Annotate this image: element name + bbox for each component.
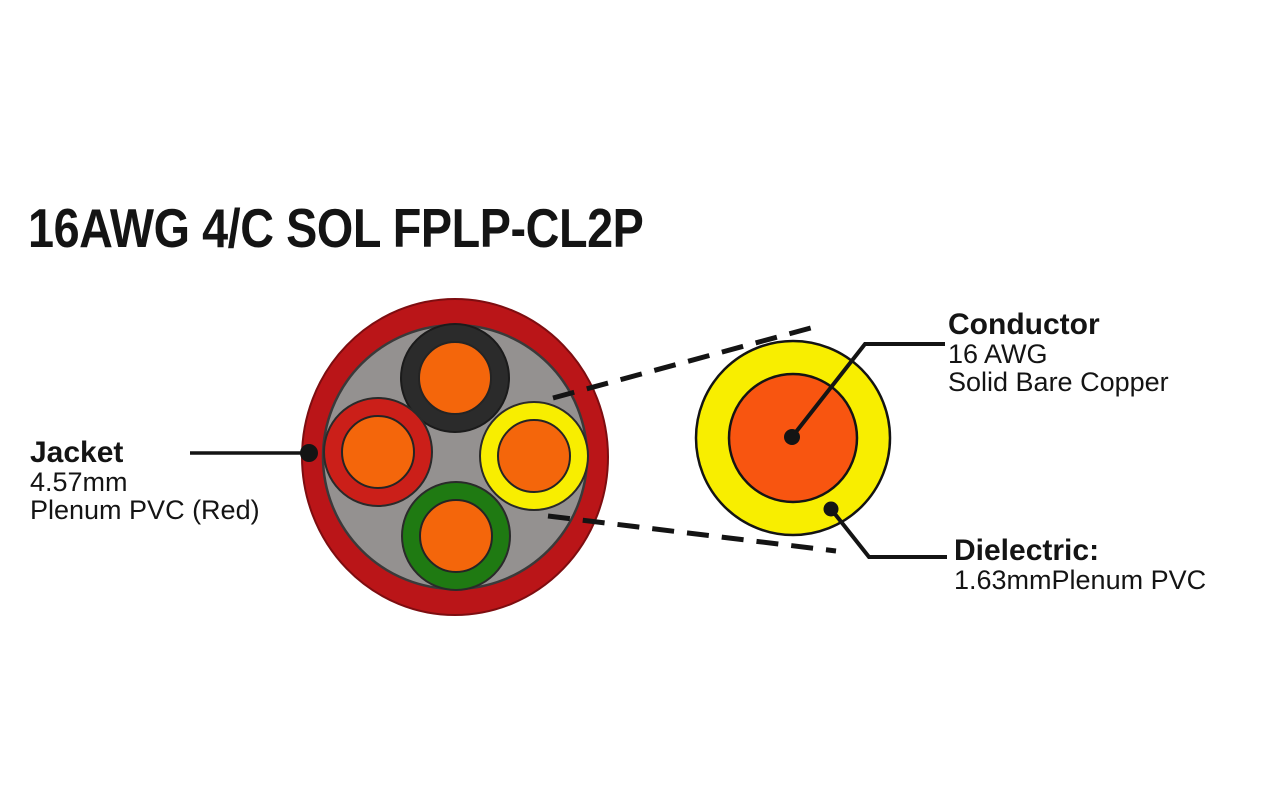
jacket-callout-heading: Jacket: [30, 436, 124, 469]
conductor-core-right: [497, 419, 571, 493]
conductor-callout-material: Solid Bare Copper: [948, 367, 1169, 397]
jacket-callout-size: 4.57mm: [30, 467, 128, 497]
conductor-core-left: [341, 415, 415, 489]
dielectric-callout-spec: 1.63mmPlenum PVC: [954, 565, 1207, 595]
page-title: 16AWG 4/C SOL FPLP-CL2P: [28, 197, 644, 259]
jacket-pointer-dot: [300, 444, 318, 462]
conductor-leader-line: [790, 342, 945, 439]
dashed-line-bottom: [547, 513, 837, 554]
magnification-dashed-lines: [547, 323, 837, 554]
cable-cross-section: [301, 298, 609, 616]
conductor-callout: Conductor 16 AWG Solid Bare Copper: [948, 309, 1169, 396]
dashed-line-top: [552, 323, 819, 401]
conductor-core-top: [418, 341, 492, 415]
conductor-callout-gauge: 16 AWG: [948, 339, 1048, 369]
jacket-callout-material: Plenum PVC (Red): [30, 495, 260, 525]
conductor-core-bottom: [419, 499, 493, 573]
dielectric-callout: Dielectric: 1.63mmPlenum PVC: [954, 535, 1206, 594]
conductor-pointer-dot: [784, 429, 800, 445]
dielectric-pointer-dot: [823, 501, 839, 517]
dielectric-leader-line: [829, 507, 947, 559]
jacket-callout: Jacket 4.57mm Plenum PVC (Red): [30, 437, 260, 524]
callout-leaders: [190, 342, 947, 559]
dielectric-callout-heading: Dielectric:: [954, 534, 1100, 567]
conductor-callout-heading: Conductor: [948, 308, 1100, 341]
